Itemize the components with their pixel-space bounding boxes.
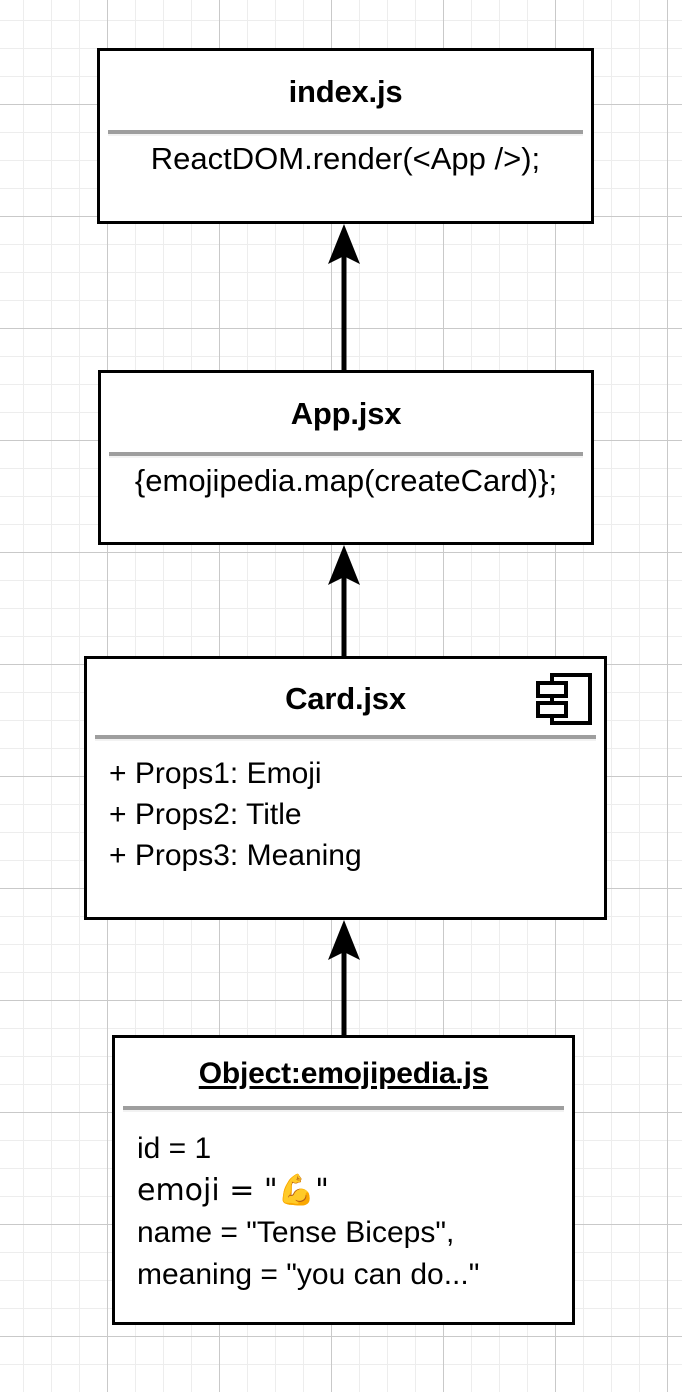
uml-node-index-js[interactable]: index.js ReactDOM.render(<App />); (97, 48, 594, 224)
node-title: Card.jsx (285, 680, 406, 716)
node-body-line: + Props3: Meaning (109, 839, 362, 872)
node-body-line: + Props2: Title (109, 798, 302, 831)
node-body-line: id = 1 (137, 1132, 212, 1165)
node-body-line: name = "Tense Biceps", (137, 1216, 455, 1249)
node-body: {emojipedia.map(createCard)}; (101, 463, 591, 499)
node-body-line: + Props1: Emoji (109, 757, 322, 790)
uml-node-card-jsx[interactable]: Card.jsx + Props1: Emoji + Props2: Title… (84, 656, 607, 920)
uml-node-object-emojipedia-js[interactable]: Object:emojipedia.js id = 1 emoji = "💪" … (112, 1035, 575, 1325)
node-divider (108, 130, 583, 134)
uml-component-icon (536, 673, 592, 725)
edge-object-to-card (328, 920, 360, 1035)
node-body: ReactDOM.render(<App />); (100, 141, 591, 177)
node-title: index.js (288, 74, 403, 109)
edge-card-to-app (328, 545, 360, 656)
node-title: Object:emojipedia.js (198, 1056, 489, 1090)
node-title-row: App.jsx (101, 373, 591, 455)
uml-node-app-jsx[interactable]: App.jsx {emojipedia.map(createCard)}; (98, 370, 594, 545)
node-body-line: ReactDOM.render(<App />); (150, 141, 541, 176)
node-divider (123, 1106, 564, 1110)
node-body: id = 1 emoji = "💪" name = "Tense Biceps"… (115, 1128, 572, 1296)
edge-app-to-index (328, 224, 360, 370)
node-divider (95, 735, 596, 739)
node-body: + Props1: Emoji + Props2: Title + Props3… (87, 753, 604, 876)
node-body-line-emoji: emoji = "💪" (137, 1173, 329, 1208)
node-divider (109, 452, 583, 456)
node-body-line: meaning = "you can do..." (137, 1258, 480, 1291)
node-title: App.jsx (290, 396, 402, 431)
node-title-row: Card.jsx (87, 659, 604, 738)
node-title-row: index.js (100, 51, 591, 133)
node-body-line: {emojipedia.map(createCard)}; (134, 463, 558, 498)
node-title-row: Object:emojipedia.js (115, 1038, 572, 1109)
